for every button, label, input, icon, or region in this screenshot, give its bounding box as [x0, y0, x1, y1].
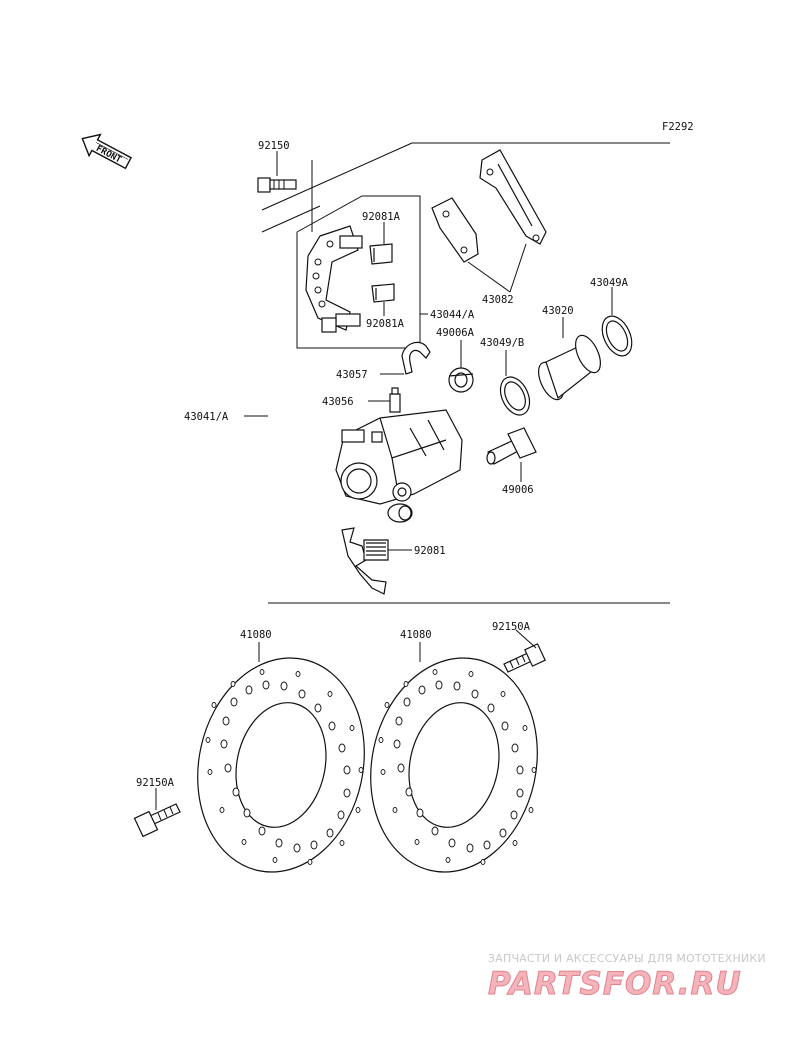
boot-49006A — [448, 367, 474, 393]
seal-43049A — [601, 315, 633, 357]
label-92150: 92150 — [258, 140, 290, 152]
clip-92081A-bottom — [371, 283, 395, 303]
bolt-92150A-right — [503, 643, 546, 673]
watermark-tagline: ЗАПЧАСТИ И АКСЕССУАРЫ ДЛЯ МОТОТЕХНИКИ — [488, 952, 766, 965]
bolt-92150A-left — [133, 803, 181, 838]
brake-disc-right — [370, 657, 538, 873]
bracket-group-box — [296, 195, 421, 349]
piston-43020 — [538, 334, 601, 401]
label-43049B: 43049/B — [480, 337, 524, 349]
bolt-92150 — [257, 177, 297, 193]
label-92081A-top: 92081A — [362, 211, 401, 223]
leader-43082-a — [467, 261, 511, 293]
seal-43049B — [499, 376, 531, 416]
brake-disc-left — [197, 657, 365, 873]
caliper-body — [335, 409, 463, 505]
caliper-slide-pin-boot — [387, 503, 413, 523]
label-43056: 43056 — [322, 396, 354, 408]
leader-43082-b — [509, 243, 527, 293]
label-43041A: 43041/A — [184, 411, 229, 423]
brake-pad-rear — [479, 149, 547, 245]
label-92150A-right: 92150A — [492, 621, 531, 633]
front-arrow-icon: FRONT — [81, 133, 133, 170]
label-92081A-bottom: 92081A — [366, 318, 405, 330]
bleeder-valve-43056 — [389, 387, 401, 413]
label-92081: 92081 — [414, 545, 446, 557]
label-49006A: 49006A — [436, 327, 475, 339]
label-41080-right: 41080 — [400, 629, 432, 641]
label-43044A: 43044/A — [430, 309, 475, 321]
label-92150A-left: 92150A — [136, 777, 175, 789]
label-41080-left: 41080 — [240, 629, 272, 641]
label-43020: 43020 — [542, 305, 574, 317]
label-43082: 43082 — [482, 294, 514, 306]
oblique-frame-line-top — [261, 142, 413, 211]
label-43057: 43057 — [336, 369, 368, 381]
oblique-frame-line-mid — [261, 205, 321, 233]
label-43049A: 43049A — [590, 277, 629, 289]
bleeder-cap-43057 — [401, 341, 431, 375]
clip-92081A-top — [369, 243, 393, 265]
label-49006: 49006 — [502, 484, 534, 496]
leader-92150A-right — [515, 629, 537, 649]
slide-pin-49006 — [486, 427, 537, 465]
brake-pad-front — [431, 197, 479, 263]
watermark-brand: PARTSFOR.RU — [488, 966, 742, 1002]
figure-code: F2292 — [662, 121, 694, 133]
caliper-bracket — [305, 225, 363, 333]
pad-spring-92081 — [341, 527, 389, 595]
